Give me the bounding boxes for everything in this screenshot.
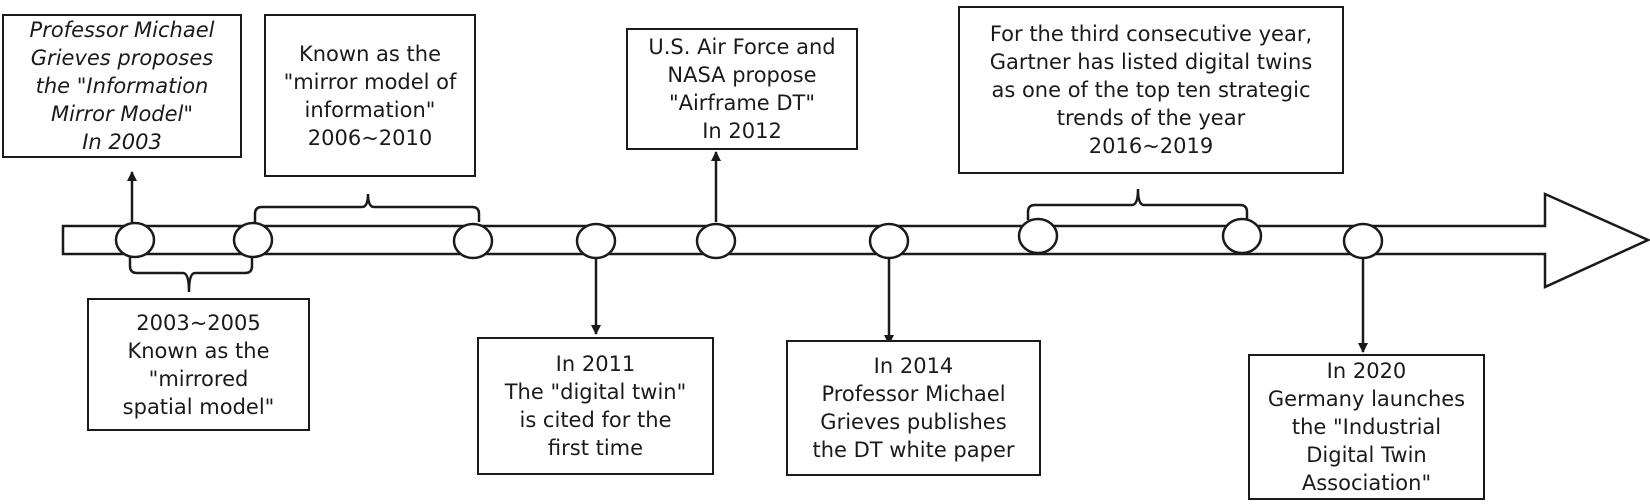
event-box-2020: In 2020 Germany launches the "Industrial… — [1248, 354, 1485, 500]
node-2010 — [452, 222, 494, 260]
event-text-2012: U.S. Air Force and NASA propose "Airfram… — [648, 35, 836, 143]
brace-2016-2019 — [1026, 188, 1249, 220]
event-box-2011: In 2011 The "digital twin" is cited for … — [477, 337, 714, 475]
event-text-2011: In 2011 The "digital twin" is cited for … — [504, 352, 687, 460]
brace-2006-2010 — [253, 193, 481, 222]
event-box-2003-2005: 2003~2005 Known as the "mirrored spatial… — [87, 298, 310, 431]
brace-2003-2005 — [128, 256, 254, 293]
event-box-2006-2010: Known as the "mirror model of informatio… — [264, 14, 476, 177]
node-2014 — [868, 222, 910, 260]
event-box-2014: In 2014 Professor Michael Grieves publis… — [786, 340, 1041, 476]
event-box-2016-2019: For the third consecutive year, Gartner … — [958, 6, 1344, 174]
event-text-2014: In 2014 Professor Michael Grieves publis… — [812, 354, 1015, 462]
node-2016 — [1017, 217, 1059, 255]
node-2012 — [695, 222, 737, 260]
event-text-2003: Professor Michael Grieves proposes the "… — [29, 18, 215, 154]
node-2020 — [1342, 222, 1384, 260]
timeline-arrow — [61, 192, 1650, 289]
node-2006 — [232, 221, 274, 259]
event-box-2003: Professor Michael Grieves proposes the "… — [2, 14, 242, 158]
event-text-2003-2005: 2003~2005 Known as the "mirrored spatial… — [122, 310, 275, 419]
event-box-2012: U.S. Air Force and NASA propose "Airfram… — [626, 28, 858, 150]
event-text-2006-2010: Known as the "mirror model of informatio… — [283, 41, 457, 150]
event-text-2016-2019: For the third consecutive year, Gartner … — [989, 22, 1313, 158]
node-2011 — [575, 222, 617, 260]
event-text-2020: In 2020 Germany launches the "Industrial… — [1267, 359, 1466, 495]
node-2019 — [1221, 217, 1263, 255]
node-2003 — [114, 221, 156, 259]
